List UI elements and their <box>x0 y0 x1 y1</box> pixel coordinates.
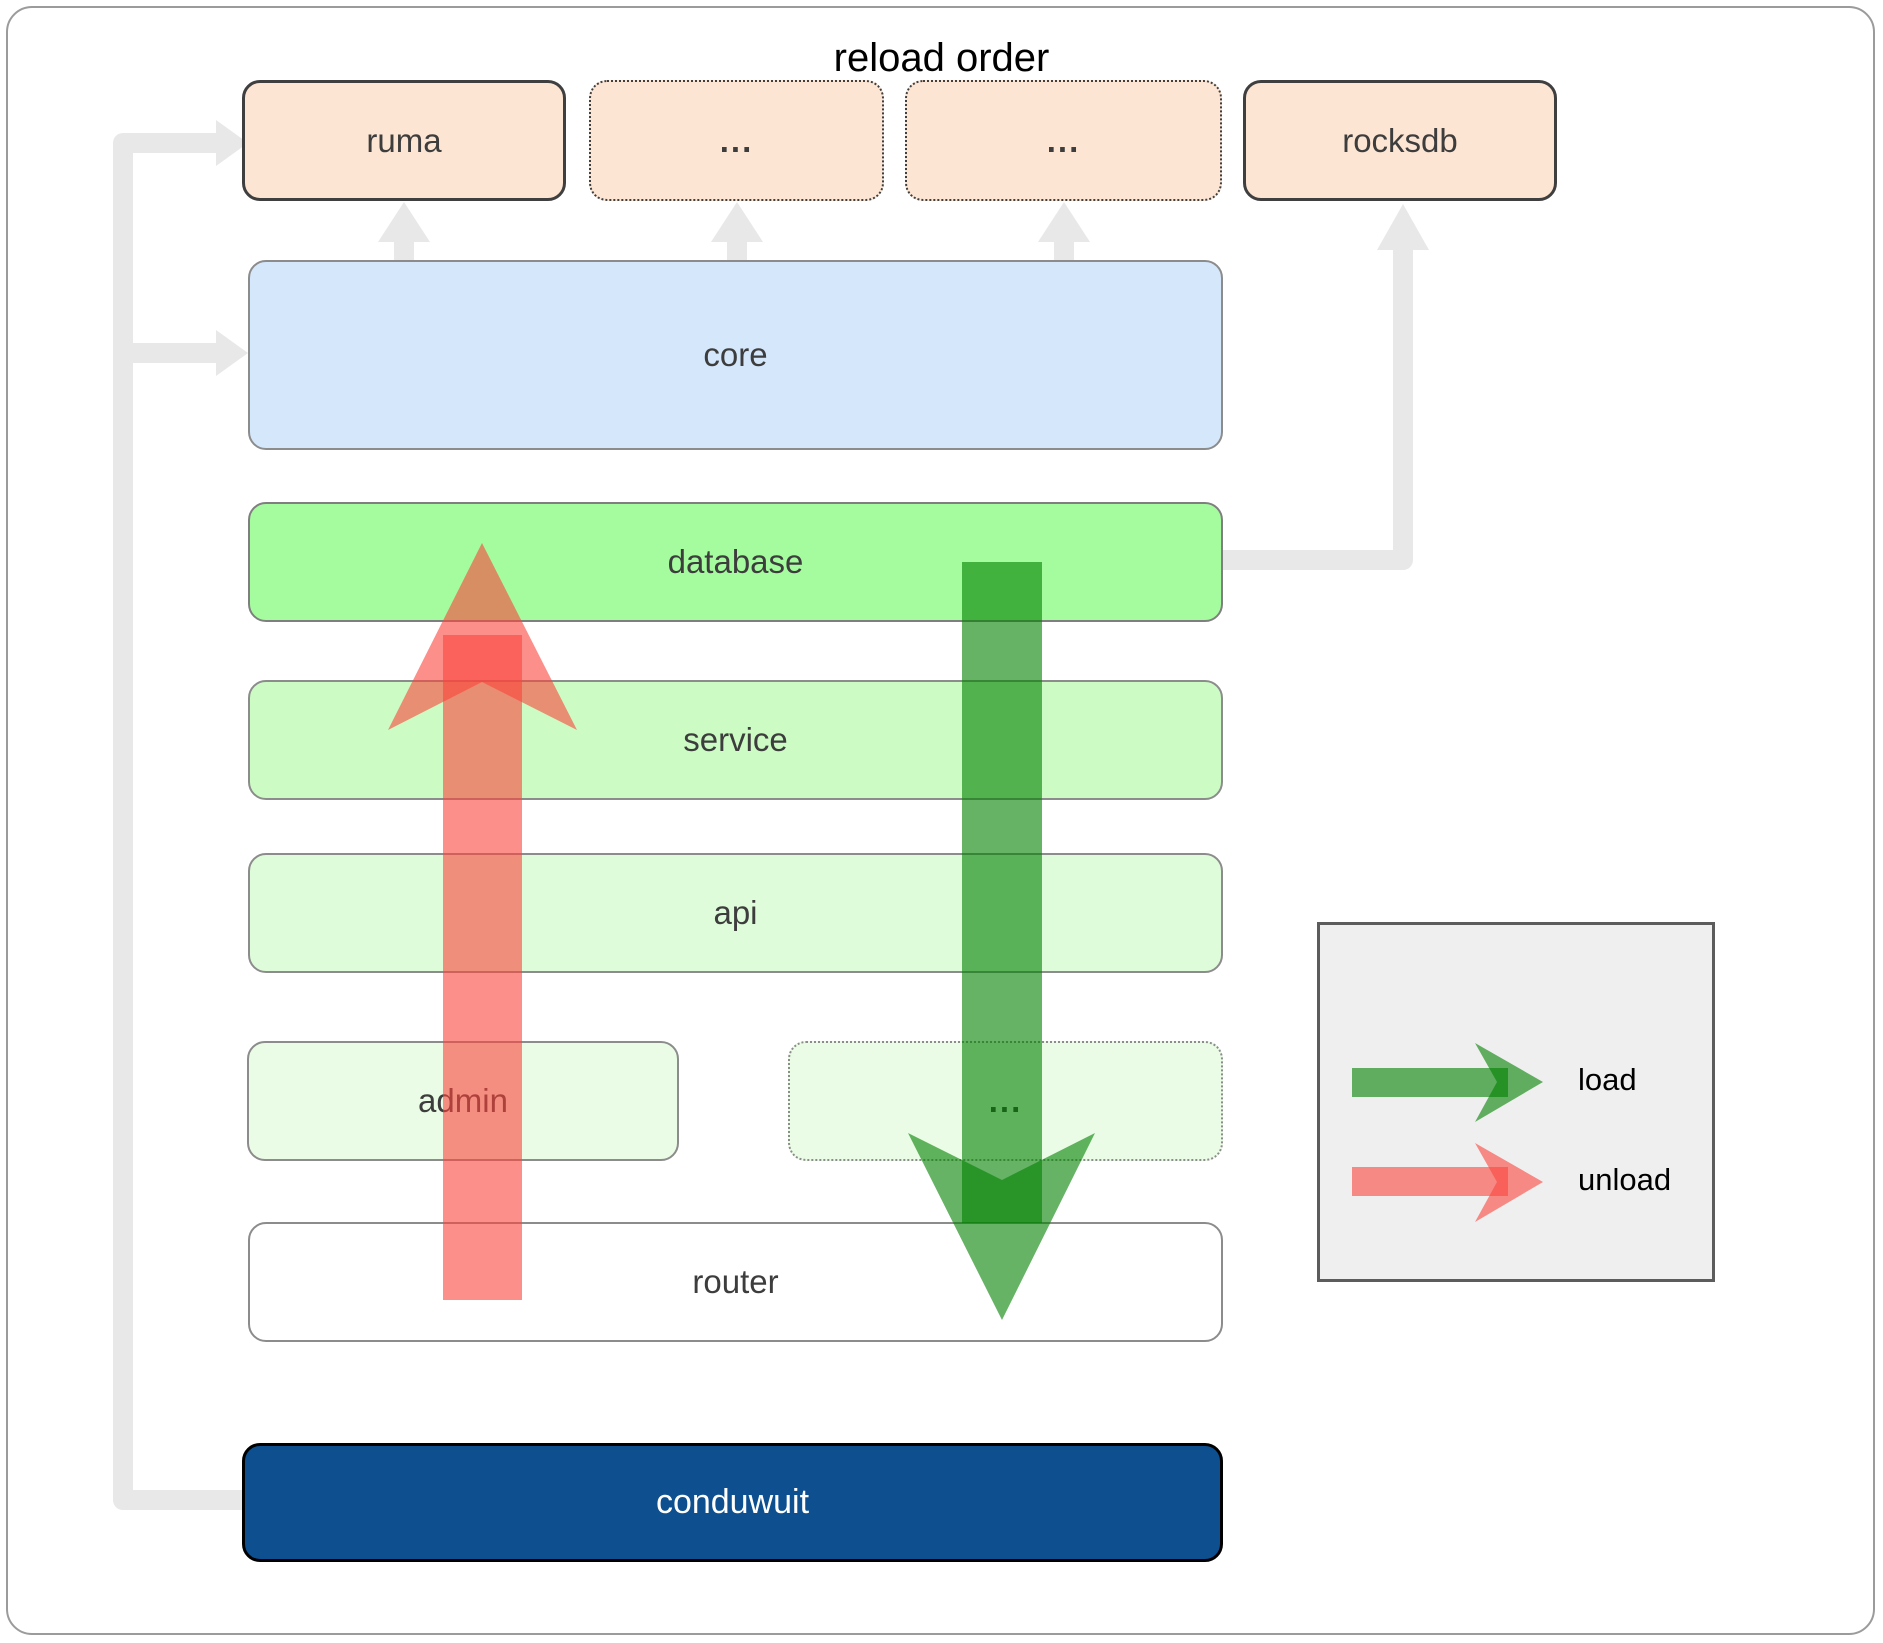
node-ruma: ruma <box>242 80 566 201</box>
node-conduwuit-label: conduwuit <box>655 1483 810 1521</box>
node-database: database <box>248 502 1223 622</box>
node-api-label: api <box>713 894 758 931</box>
node-ellipsis-2-label: ... <box>1046 121 1081 159</box>
diagram-outer-frame <box>6 6 1875 1635</box>
node-database-label: database <box>667 543 804 580</box>
node-core-label: core <box>703 336 768 373</box>
node-ruma-label: ruma <box>366 121 442 159</box>
legend-unload-label: unload <box>1578 1162 1672 1197</box>
node-admin-ellipsis-label: ... <box>988 1082 1023 1119</box>
legend-title: reload order <box>833 36 1050 80</box>
node-ellipsis-1-label: ... <box>719 121 754 159</box>
node-conduwuit: conduwuit <box>242 1443 1223 1562</box>
node-service: service <box>248 680 1223 800</box>
node-ellipsis-2: ... <box>905 80 1222 201</box>
node-api: api <box>248 853 1223 973</box>
node-router: router <box>248 1222 1223 1342</box>
node-service-label: service <box>683 721 788 758</box>
node-core: core <box>248 260 1223 450</box>
node-rocksdb-label: rocksdb <box>1342 121 1458 159</box>
node-rocksdb: rocksdb <box>1243 80 1557 201</box>
node-router-label: router <box>692 1263 779 1300</box>
node-ellipsis-1: ... <box>589 80 884 201</box>
node-admin: admin <box>247 1041 679 1161</box>
node-admin-ellipsis: ... <box>788 1041 1223 1161</box>
legend-reload-order <box>1317 922 1715 1282</box>
legend-load-label: load <box>1578 1062 1637 1097</box>
node-admin-label: admin <box>418 1082 508 1119</box>
